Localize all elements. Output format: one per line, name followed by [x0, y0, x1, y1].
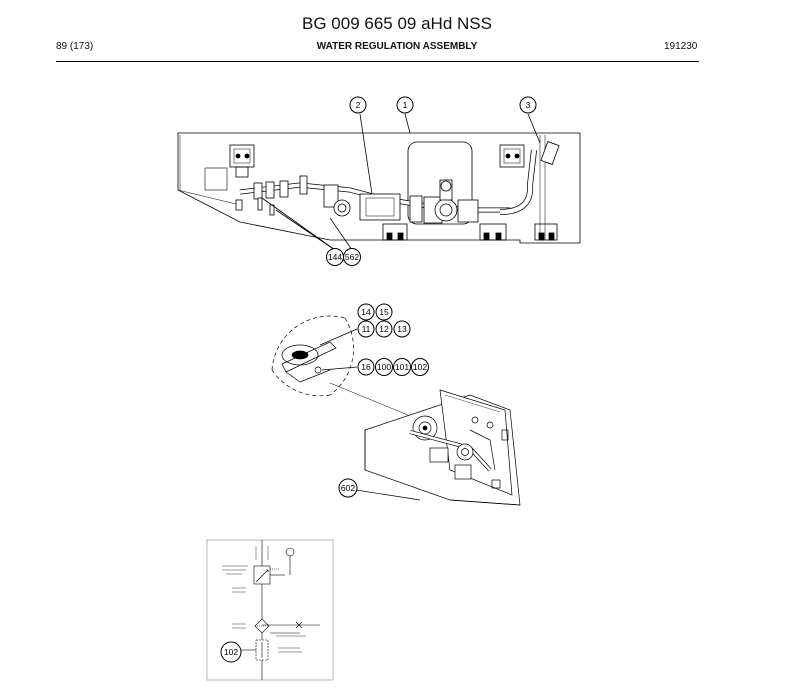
svg-text:11: 11 [362, 324, 371, 334]
water-schematic [206, 539, 334, 681]
callout-1: 1 [396, 96, 414, 114]
svg-text:101: 101 [395, 362, 409, 372]
svg-text:1: 1 [403, 100, 408, 110]
callout-102: 102 [411, 358, 429, 376]
svg-text:15: 15 [379, 307, 389, 317]
svg-text:2: 2 [356, 100, 361, 110]
schematic-callout-102: 102 [220, 641, 242, 663]
svg-text:102: 102 [224, 647, 238, 657]
callout-13: 13 [393, 320, 411, 338]
svg-text:14: 14 [361, 307, 371, 317]
svg-text:3: 3 [526, 100, 531, 110]
svg-text:144: 144 [328, 252, 342, 262]
callout-144: 144 [326, 248, 344, 266]
middle-assembly-drawing [271, 315, 521, 506]
callout-2: 2 [349, 96, 367, 114]
svg-text:16: 16 [361, 362, 371, 372]
callout-562: 562 [343, 248, 361, 266]
callout-12: 12 [375, 320, 393, 338]
svg-text:562: 562 [345, 252, 359, 262]
page-reference: 89 (173) [56, 41, 94, 52]
callout-15: 15 [375, 303, 393, 321]
svg-text:102: 102 [413, 362, 427, 372]
header-rule [56, 61, 699, 62]
svg-text:602: 602 [341, 483, 355, 493]
callout-100: 100 [375, 358, 393, 376]
section-title: WATER REGULATION ASSEMBLY [316, 41, 478, 52]
svg-text:13: 13 [397, 324, 407, 334]
svg-text:12: 12 [379, 324, 389, 334]
callout-11: 11 [357, 320, 375, 338]
callout-14: 14 [357, 303, 375, 321]
top-assembly-drawing [177, 113, 581, 251]
document-code: 191230 [664, 41, 698, 52]
callout-101: 101 [393, 358, 411, 376]
document-title: BG 009 665 09 aHd NSS [302, 14, 492, 33]
callout-602: 602 [338, 478, 358, 498]
svg-text:100: 100 [377, 362, 391, 372]
callout-3: 3 [519, 96, 537, 114]
callout-16: 16 [357, 358, 375, 376]
